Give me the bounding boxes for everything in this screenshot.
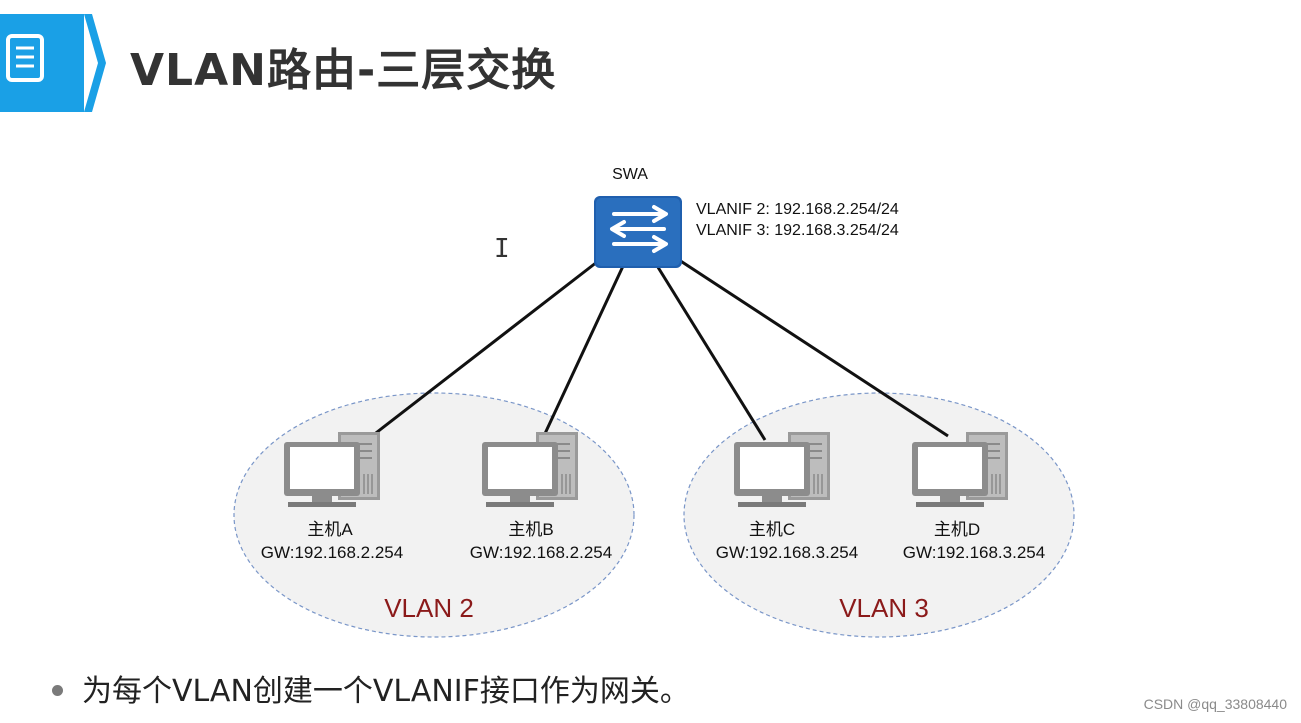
link-host-d (675, 256, 949, 438)
switch-interface-2: VLANIF 3: 192.168.3.254/24 (696, 222, 899, 239)
bullet-text: 为每个VLAN创建一个VLANIF接口作为网关。 (82, 674, 690, 709)
host-b-gateway: GW:192.168.2.254 (470, 543, 612, 562)
host-b-name: 主机B (508, 520, 553, 539)
host-a-name: 主机A (307, 520, 353, 539)
switch-interface-1: VLANIF 2: 192.168.2.254/24 (696, 201, 899, 218)
vlan2-label: VLAN 2 (384, 593, 474, 623)
link-host-a (371, 260, 598, 438)
link-host-b (540, 263, 626, 441)
link-host-c (654, 263, 767, 441)
switch-name: SWA (612, 166, 648, 183)
host-a-icon[interactable] (283, 431, 381, 508)
links (371, 256, 949, 441)
host-d-gateway: GW:192.168.3.254 (903, 543, 1045, 562)
document-list-icon (6, 34, 44, 82)
host-c-icon[interactable] (733, 431, 831, 508)
host-d-icon[interactable] (911, 431, 1009, 508)
host-b-icon[interactable] (481, 431, 579, 508)
host-c-name: 主机C (749, 520, 795, 539)
watermark: CSDN @qq_33808440 (1143, 696, 1287, 712)
host-c-gateway: GW:192.168.3.254 (716, 543, 858, 562)
vlan3-label: VLAN 3 (839, 593, 929, 623)
text-cursor-icon: I (494, 234, 510, 264)
host-d-name: 主机D (934, 520, 980, 539)
host-a-gateway: GW:192.168.2.254 (261, 543, 403, 562)
bullet-dot (52, 685, 63, 696)
switch-arrows-icon[interactable] (594, 196, 682, 268)
page-title: VLAN路由-三层交换 (130, 45, 557, 96)
header-chevron (6, 14, 106, 112)
